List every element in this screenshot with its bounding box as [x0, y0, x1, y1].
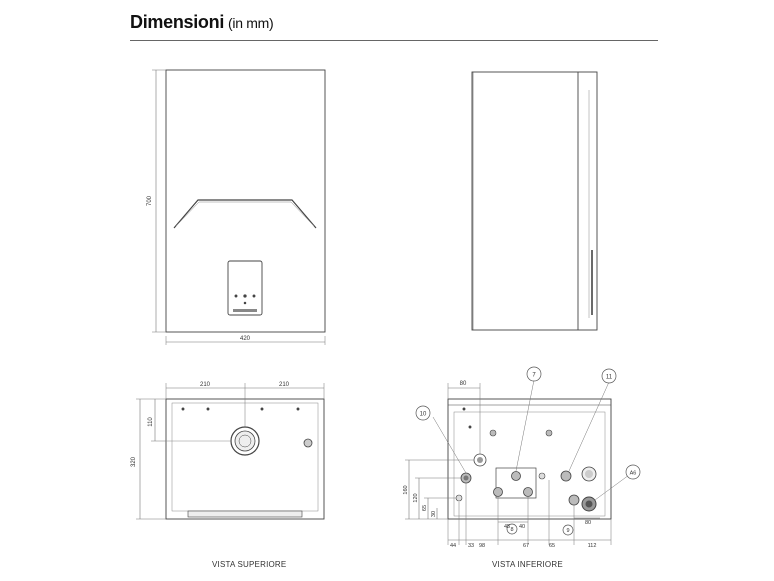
bdim-6: 65: [549, 543, 555, 549]
front-width-label: 420: [240, 336, 251, 342]
bdim-4: 40: [519, 524, 525, 530]
top-port: [303, 438, 313, 448]
front-handle: [173, 199, 317, 229]
control-panel: [227, 260, 263, 316]
idim-2: 80: [585, 520, 591, 526]
header: Dimensioni(in mm): [130, 10, 658, 41]
top-dim-depth: 320: [131, 456, 137, 467]
bottom-view: [405, 366, 641, 545]
side-view: [471, 71, 598, 331]
front-view: [152, 69, 326, 345]
vdim-3: 65: [422, 505, 428, 511]
caption-bottom-view: VISTA INFERIORE: [492, 560, 563, 569]
top-dim-right: 210: [279, 382, 290, 388]
conn-7: [511, 471, 521, 481]
bdim-1: 44: [450, 543, 456, 549]
top-dim-offset: 110: [148, 417, 154, 427]
callout-10: 10: [420, 412, 427, 418]
brand-plate: [233, 309, 257, 312]
vdim-1: 160: [403, 485, 409, 494]
conn-11: [560, 470, 572, 482]
bracket: [495, 467, 537, 499]
callout-a6: A6: [630, 471, 637, 477]
bdim-3: 98: [479, 543, 485, 549]
vdim-4: 30: [431, 511, 437, 517]
idim-1: 45: [504, 524, 510, 530]
front-body: [165, 69, 326, 333]
bdim-2: 33: [468, 543, 474, 549]
page-title: Dimensioni(in mm): [130, 12, 274, 32]
side-body: [471, 71, 598, 331]
callout-11: 11: [606, 375, 613, 381]
top-view: [136, 383, 325, 520]
caption-top-view: VISTA SUPERIORE: [212, 560, 287, 569]
bdim-5: 67: [523, 543, 529, 549]
bottom-top-dim: 80: [460, 381, 467, 387]
front-height-label: 700: [147, 195, 153, 206]
callout-9: 9: [566, 528, 569, 534]
vdim-2: 120: [413, 493, 419, 502]
title-unit: (in mm): [228, 15, 274, 31]
top-dim-left: 210: [200, 382, 211, 388]
callout-8: 8: [510, 527, 513, 533]
callout-7: 7: [532, 373, 536, 379]
bdim-7: 112: [588, 543, 597, 549]
